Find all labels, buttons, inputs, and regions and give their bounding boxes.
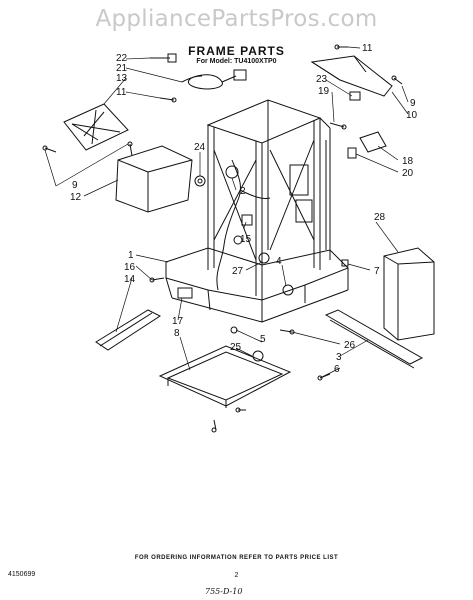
callout-9b: 9 [410, 98, 416, 109]
callout-26: 26 [344, 340, 356, 351]
callout-18: 18 [402, 156, 414, 167]
page-number: 2 [234, 572, 239, 579]
callout-22: 22 [116, 53, 128, 64]
callout-10: 10 [406, 110, 418, 121]
callout-23: 23 [316, 74, 328, 85]
callout-4: 4 [276, 256, 282, 267]
callout-1: 1 [128, 250, 134, 261]
callout-14: 14 [124, 274, 136, 285]
leader-lines [44, 46, 409, 379]
callout-13: 13 [116, 73, 128, 84]
callout-21: 21 [116, 63, 128, 74]
watermark: AppliancePartsPros.com [95, 6, 378, 32]
screws [42, 44, 403, 433]
rear-panel [383, 247, 435, 341]
page-title: FRAME PARTS [188, 44, 285, 58]
ordering-info: FOR ORDERING INFORMATION REFER TO PARTS … [134, 555, 339, 561]
callout-17: 17 [172, 316, 184, 327]
front-trim-bar [324, 309, 424, 369]
callout-8: 8 [174, 328, 180, 339]
toe-plate [95, 309, 162, 351]
part-number: 4150699 [8, 571, 36, 578]
callout-numbers: 22 21 13 11 9 12 24 2 15 1 16 14 17 8 27… [70, 43, 418, 375]
hardware-items [177, 91, 361, 362]
callout-15: 15 [240, 234, 252, 245]
power-cord [150, 53, 247, 90]
callout-7: 7 [374, 266, 380, 277]
callout-16: 16 [124, 262, 136, 273]
callout-25: 25 [230, 342, 242, 353]
callout-9: 9 [72, 180, 78, 191]
callout-28: 28 [374, 212, 386, 223]
handwritten-note: 755-D-10 [205, 587, 243, 596]
callout-12: 12 [70, 192, 82, 203]
callout-2: 2 [240, 186, 246, 197]
side-cover-panel [115, 145, 193, 213]
callout-5: 5 [260, 334, 266, 345]
top-support-bar [310, 55, 393, 97]
callout-3: 3 [336, 352, 342, 363]
callout-27: 27 [232, 266, 244, 277]
callout-24: 24 [194, 142, 206, 153]
callout-20: 20 [402, 168, 414, 179]
callout-6: 6 [334, 364, 340, 375]
callout-11: 11 [116, 87, 127, 98]
main-frame [165, 99, 349, 323]
callout-19: 19 [318, 86, 330, 97]
bottom-tray [158, 345, 292, 408]
model-line: For Model: TU4100XTP0 [196, 58, 277, 65]
mounting-bracket [63, 103, 129, 151]
switch-bracket [347, 131, 387, 159]
callout-11b: 11 [362, 43, 373, 54]
